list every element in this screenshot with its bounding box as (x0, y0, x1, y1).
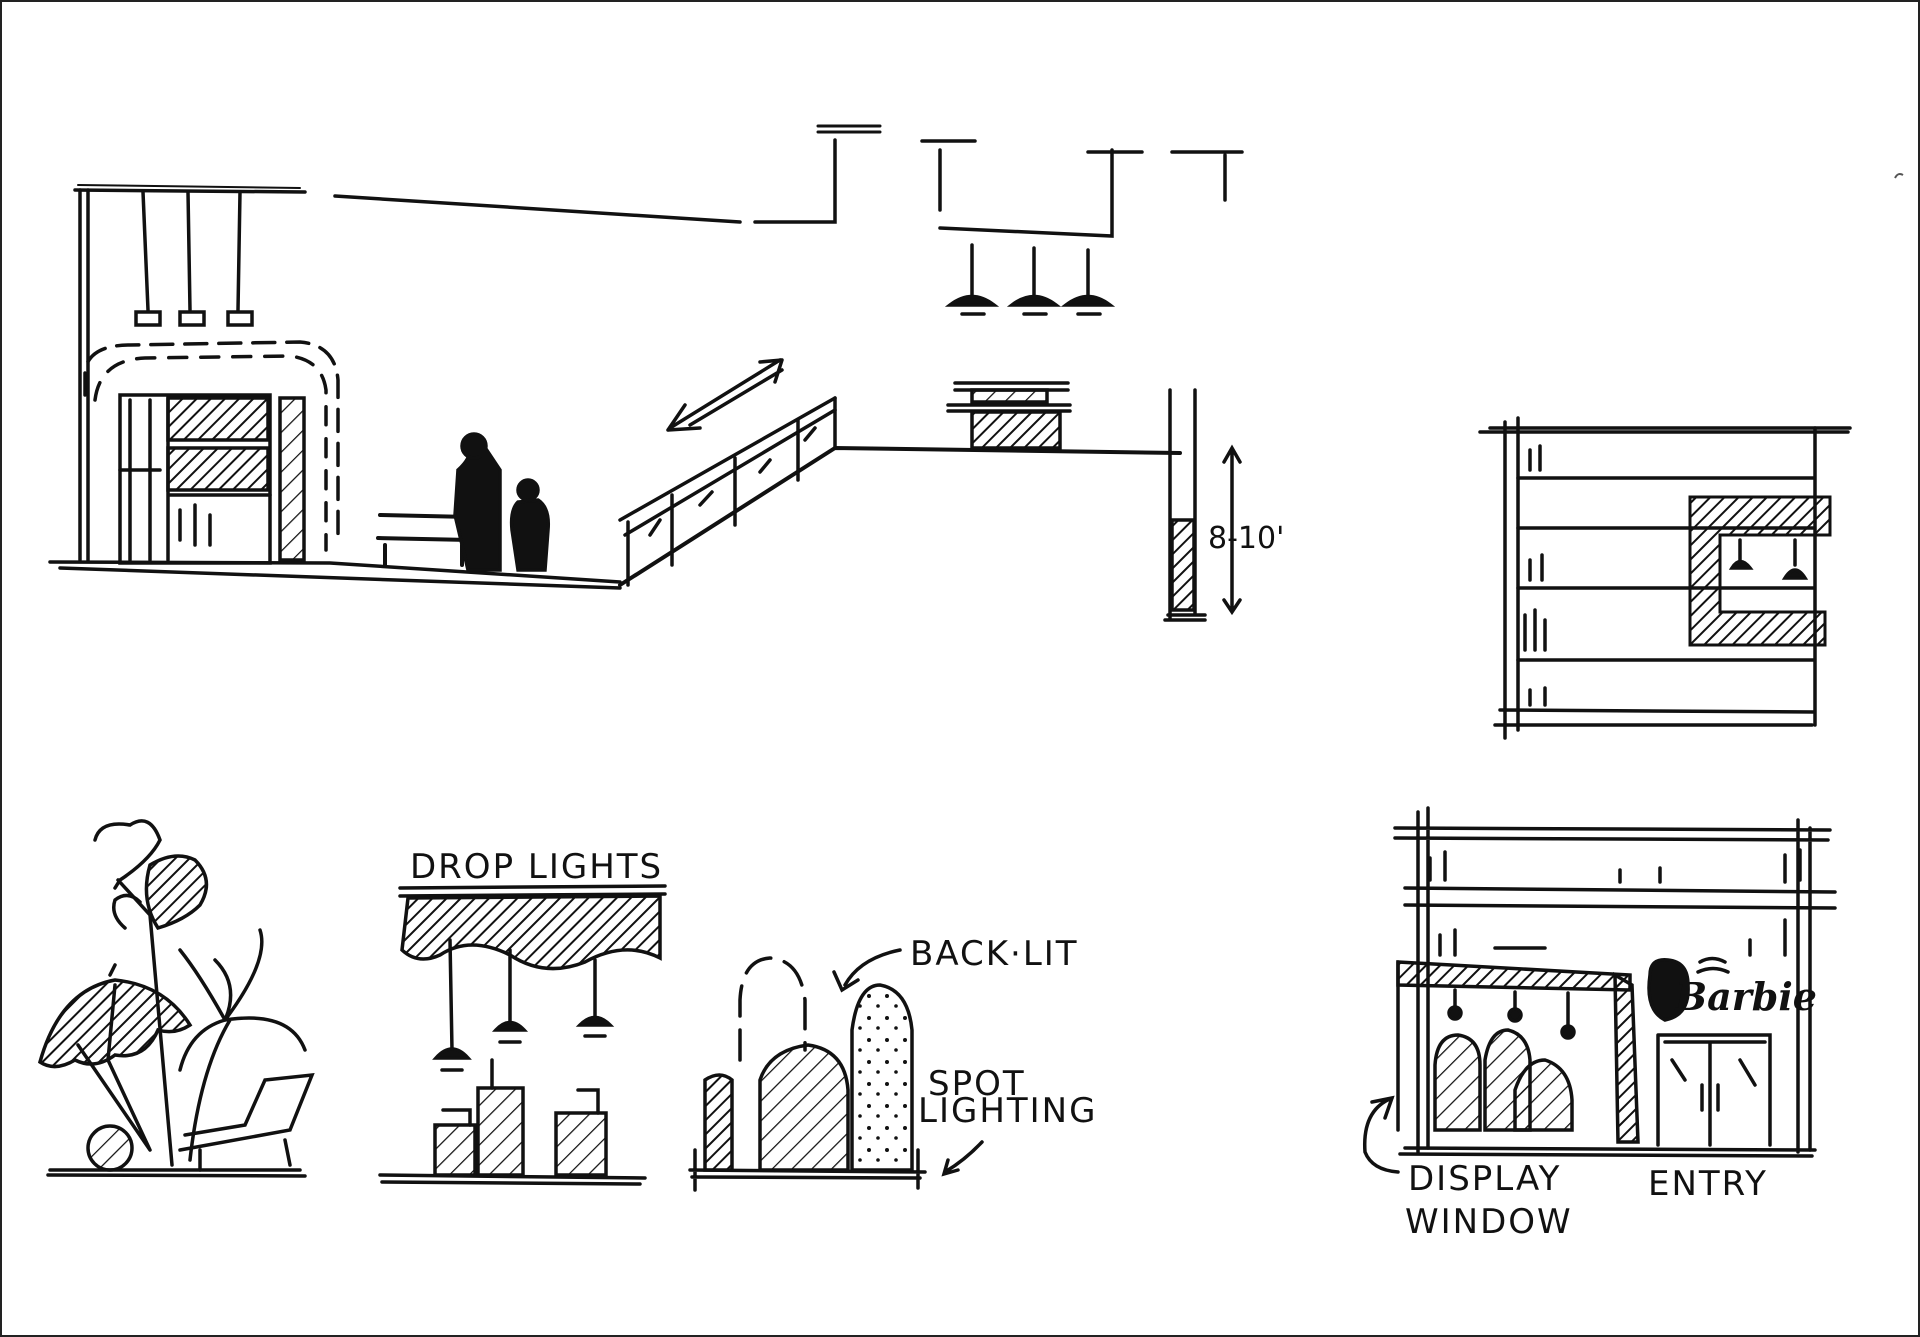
display-label: DISPLAY (1408, 1159, 1561, 1199)
drop-lights-label: DROP LIGHTS (410, 847, 663, 887)
drop-lights-sketch (378, 884, 667, 1186)
entry-label: ENTRY (1648, 1164, 1768, 1204)
dimension-label: 8-10' (1208, 521, 1284, 556)
window-label: WINDOW (1405, 1202, 1573, 1242)
backlit-display-sketch (688, 948, 984, 1192)
wall-elevation-sketch (1478, 416, 1852, 740)
tropical-props-sketch (37, 819, 315, 1178)
lighting-label: LIGHTING (918, 1091, 1097, 1131)
section-sketch (48, 124, 1244, 622)
spot-label: SPOT (928, 1064, 1026, 1104)
stray-mark (1894, 173, 1904, 179)
store-sign-logo: Barbie (1674, 974, 1817, 1019)
storefront-sketch (1362, 806, 1837, 1174)
back-lit-label: BACK·LIT (910, 934, 1079, 974)
